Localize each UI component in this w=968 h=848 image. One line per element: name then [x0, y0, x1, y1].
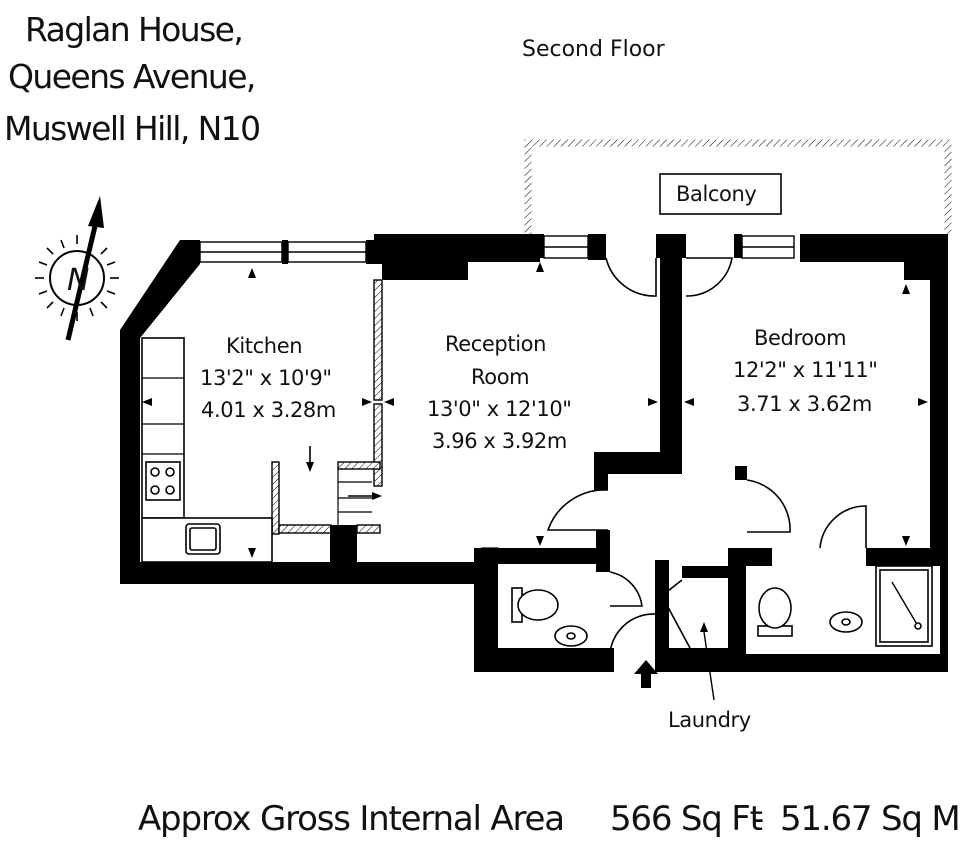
bedroom-label: Bedroom 12'2" x 11'11" 3.71 x 3.62m — [733, 326, 878, 416]
reception-label: Reception Room 13'0" x 12'10" 3.96 x 3.9… — [427, 332, 572, 453]
address-line-3: Muswell Hill, N10 — [4, 109, 259, 148]
reception-name-1: Reception — [445, 332, 546, 356]
dimension-markers — [142, 262, 928, 558]
partition-wall — [373, 403, 383, 487]
entrance-arrow-icon — [634, 660, 658, 688]
partition-wall — [278, 524, 332, 534]
bedroom-name: Bedroom — [754, 326, 846, 350]
windows — [199, 235, 795, 263]
floor-label: Second Floor — [522, 37, 666, 62]
kitchen-units — [141, 337, 273, 563]
reception-metric: 3.96 x 3.92m — [432, 429, 567, 453]
gross-internal-area: Approx Gross Internal Area 566 Sq Ft - 5… — [138, 799, 961, 839]
balcony: Balcony — [524, 139, 952, 238]
toilet-icon — [758, 587, 792, 629]
area-sqft: 566 Sq Ft — [610, 799, 763, 839]
doors — [546, 257, 867, 673]
partition-wall — [337, 461, 381, 470]
walls — [120, 234, 948, 672]
storage-cupboard — [337, 469, 372, 525]
address-block: Raglan House, Queens Avenue, Muswell Hil… — [4, 10, 261, 148]
reception-imperial: 13'0" x 12'10" — [427, 397, 572, 421]
laundry-pointer — [703, 631, 715, 701]
bathroom-fittings — [511, 565, 933, 647]
reception-name-2: Room — [471, 365, 529, 389]
partition-wall — [356, 524, 381, 534]
kitchen-label: Kitchen 13'2" x 10'9" 4.01 x 3.28m — [200, 334, 336, 422]
north-compass-icon: N — [35, 196, 119, 341]
balcony-label: Balcony — [676, 182, 756, 206]
compass-letter: N — [67, 263, 89, 298]
kitchen-imperial: 13'2" x 10'9" — [200, 366, 332, 390]
bedroom-metric: 3.71 x 3.62m — [737, 392, 872, 416]
address-line-2: Queens Avenue, — [8, 57, 255, 96]
kitchen-name: Kitchen — [226, 334, 302, 358]
address-line-1: Raglan House, — [25, 10, 242, 49]
partition-wall — [373, 279, 383, 401]
bedroom-imperial: 12'2" x 11'11" — [733, 358, 878, 382]
area-separator: - — [752, 799, 763, 839]
kitchen-metric: 4.01 x 3.28m — [201, 398, 336, 422]
laundry-label: Laundry — [668, 708, 751, 732]
area-label: Approx Gross Internal Area — [138, 799, 564, 839]
hob-icon — [145, 461, 181, 501]
partition-wall — [271, 461, 280, 535]
area-sqm: 51.67 Sq M — [780, 799, 959, 839]
toilet-icon — [517, 589, 559, 621]
